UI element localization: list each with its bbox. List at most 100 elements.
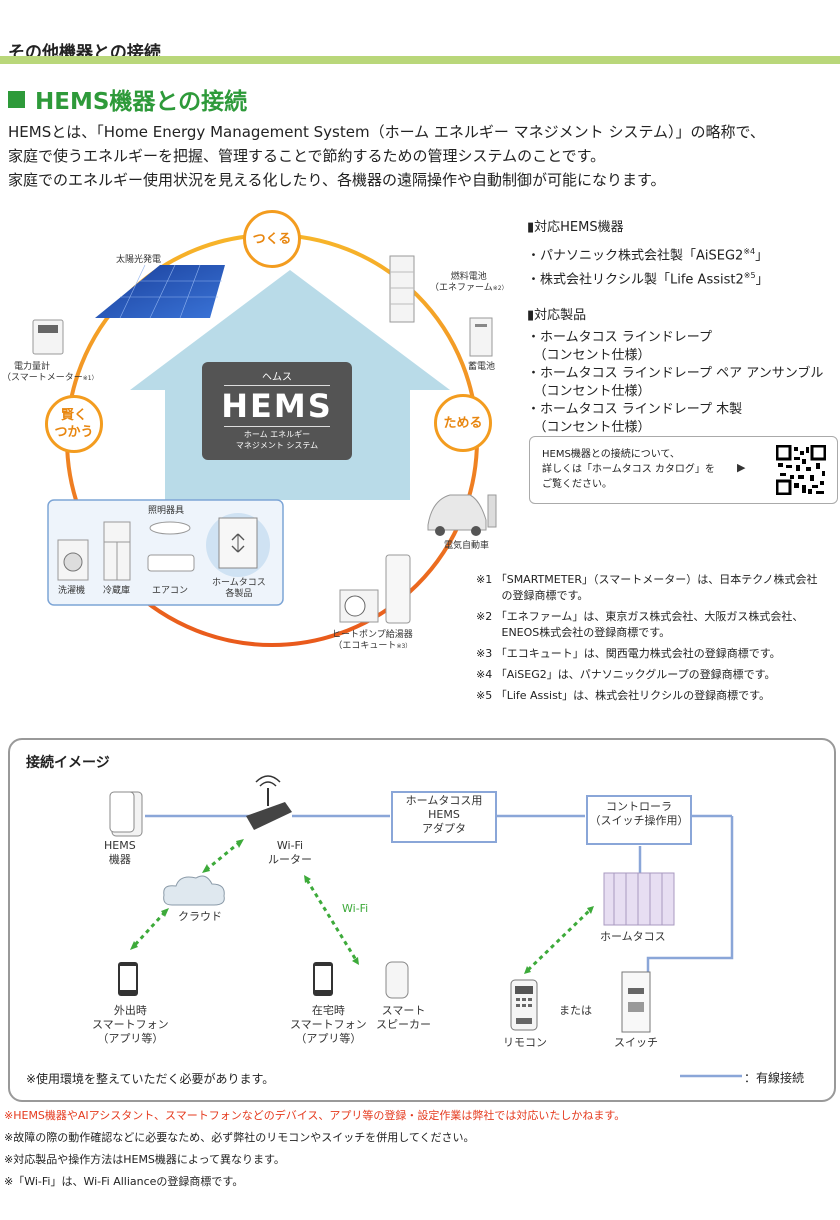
connection-diagram	[109, 775, 742, 1078]
smart-speaker-icon	[385, 961, 409, 999]
ceiling-light-icon	[149, 521, 191, 535]
phone-home-line: （アプリ等）	[295, 1032, 362, 1045]
trademark-notes: ※1 「SMARTMETER」（スマートメーター）は、日本テクノ株式会社 の登録…	[476, 572, 818, 704]
meter-note: ※1）	[82, 375, 98, 382]
speaker-label: スマート スピーカー	[376, 1004, 431, 1032]
router-line: ルーター	[268, 853, 312, 866]
footnote: ※HEMS機器やAIアシスタント、スマートフォンなどのデバイス、アプリ等の登録・…	[4, 1109, 626, 1122]
or-label: または	[559, 1004, 592, 1017]
intro-line: HEMSとは、「Home Energy Management System（ホー…	[8, 123, 765, 141]
trademark-note: ※5 「Life Assist」は、株式会社リクシルの登録商標です。	[476, 689, 771, 702]
info-panel: ▮対応HEMS機器 ・パナソニック株式会社製「AiSEG2※4」 ・株式会社リク…	[527, 216, 823, 437]
trademark-note: ※1 「SMARTMETER」（スマートメーター）は、日本テクノ株式会社	[476, 573, 818, 586]
compat-item-note: ※4	[743, 247, 756, 256]
aircon-label: エアコン	[152, 586, 189, 596]
catalog-line: HEMS機器との接続について、	[542, 449, 680, 460]
controller-label: コントローラ （スイッチ操作用）	[587, 800, 691, 828]
legend-label: ：有線接続	[744, 1071, 805, 1085]
fridge-label: 冷蔵庫	[103, 586, 131, 596]
product-line: ・ホームタコス ラインドレープ	[527, 329, 712, 345]
compat-item: ・株式会社リクシル製「Life Assist2※5」	[527, 267, 823, 289]
trademark-note: ※2 「エネファーム」は、東京ガス株式会社、大阪ガス株式会社、	[476, 610, 804, 623]
heatpump-label: ヒートポンプ給湯器 （エコキュート※3）	[332, 630, 413, 652]
washer-icon	[57, 539, 89, 581]
heatpump-note: ※3）	[396, 643, 412, 650]
trademark-note: ※3 「エコキュート」は、関西電力株式会社の登録商標です。	[476, 647, 781, 660]
router-line: Wi-Fi	[276, 839, 304, 852]
compat-item-note: ※5	[743, 271, 756, 281]
router-label: Wi-Fi ルーター	[268, 839, 312, 867]
wireless-arrowheads	[130, 839, 594, 974]
fuel-cell-sub: （エネファーム	[430, 283, 493, 293]
adapter-label: ホームタコス用 HEMS アダプタ	[392, 794, 496, 836]
adapter-line: アダプタ	[422, 822, 466, 835]
tachikawa-line: ホームタコス	[212, 578, 266, 588]
adapter-box	[391, 791, 497, 843]
fuel-cell-icon	[389, 255, 415, 323]
compat-title-text: 対応HEMS機器	[534, 220, 624, 235]
hems-kana: ヘムス	[262, 372, 292, 383]
bubble-smart-line: 賢く	[60, 408, 87, 423]
bubble-make: つくる	[243, 210, 301, 268]
wall-switch-icon	[621, 971, 651, 1033]
electric-car-icon	[427, 494, 497, 536]
phone-home-line: スマートフォン	[290, 1018, 367, 1031]
compat-list: ・パナソニック株式会社製「AiSEG2※4」 ・株式会社リクシル製「Life A…	[527, 243, 823, 290]
fuel-cell-label: 燃料電池 （エネファーム※2）	[430, 272, 508, 294]
speaker-line: スピーカー	[376, 1018, 431, 1031]
light-label: 照明器具	[148, 506, 185, 516]
battery-label: 蓄電池	[468, 362, 496, 372]
intro-text: HEMSとは、「Home Energy Management System（ホー…	[8, 120, 838, 192]
hems-device-line: HEMS	[104, 839, 136, 852]
hems-sub: ホーム エネルギー	[243, 430, 311, 439]
storage-battery-icon	[469, 317, 493, 357]
heading-square-icon	[8, 90, 25, 108]
intro-line: 家庭で使うエネルギーを把握、管理することで節約するための管理システムのことです。	[8, 147, 606, 165]
home-tachikawa-label: ホームタコス	[600, 930, 666, 943]
controller-line: コントローラ	[606, 800, 672, 813]
hems-device-icon	[109, 791, 143, 837]
hems-device-line: 機器	[108, 853, 131, 866]
solar-label: 太陽光発電	[116, 255, 162, 265]
trademark-note: ※4 「AiSEG2」は、パナソニックグループの登録商標です。	[476, 668, 776, 681]
wired-lines	[145, 814, 734, 972]
catalog-box[interactable]: HEMS機器との接続について、 詳しくは「ホームタコス カタログ」を ご覧くださ…	[529, 436, 838, 504]
smart-meter-icon	[32, 319, 64, 355]
connection-title: 接続イメージ	[26, 755, 110, 771]
trademark-note: ENEOS株式会社の登録商標です。	[476, 626, 671, 639]
switch-label: スイッチ	[614, 1036, 658, 1049]
tachikawa-label: ホームタコス 各製品	[212, 578, 266, 600]
cloud-icon	[163, 875, 225, 906]
ev-label: 電気自動車	[444, 541, 490, 551]
product-line: （コンセント仕様）	[527, 347, 651, 363]
product-line: ・ホームタコス ラインドレープ ペア アンサンブル	[527, 365, 824, 381]
footnotes: ※HEMS機器やAIアシスタント、スマートフォンなどのデバイス、アプリ等の登録・…	[4, 1108, 625, 1190]
products-title-text: 対応製品	[534, 307, 587, 323]
heat-pump-icon	[339, 554, 411, 624]
product-line: （コンセント仕様）	[527, 419, 651, 435]
adapter-line: ホームタコス用	[405, 794, 483, 807]
hems-device-label: HEMS 機器	[104, 839, 136, 867]
aircon-icon	[147, 554, 195, 572]
phone-home-line: 在宅時	[311, 1004, 345, 1017]
solar-panel-icon	[95, 265, 225, 318]
qr-code-icon	[776, 445, 826, 495]
wireless-lines	[132, 840, 592, 972]
phone-out-label: 外出時 スマートフォン （アプリ等）	[92, 1004, 169, 1046]
fuel-cell-name: 燃料電池	[450, 272, 487, 282]
bubble-smart-use: 賢くつかう	[45, 395, 103, 453]
trademark-note: の登録商標です。	[476, 589, 589, 602]
catalog-line: 詳しくは「ホームタコス カタログ」を	[542, 464, 715, 475]
hems-heading-text: HEMS機器との接続	[35, 89, 248, 115]
speaker-line: スマート	[381, 1004, 426, 1017]
cloud-label: クラウド	[178, 910, 222, 923]
controller-box	[586, 795, 692, 845]
compat-item-text: ・株式会社リクシル製「Life Assist2	[527, 272, 744, 288]
connection-box	[8, 738, 836, 1102]
compat-item: ・パナソニック株式会社製「AiSEG2※4」	[527, 243, 823, 265]
products-list: ・ホームタコス ラインドレープ （コンセント仕様） ・ホームタコス ラインドレー…	[527, 329, 823, 437]
wifi-router-icon	[246, 775, 292, 830]
section-bar	[0, 56, 840, 64]
catalog-line: ご覧ください。	[542, 479, 612, 490]
env-note: ※使用環境を整えていただく必要があります。	[26, 1072, 275, 1086]
